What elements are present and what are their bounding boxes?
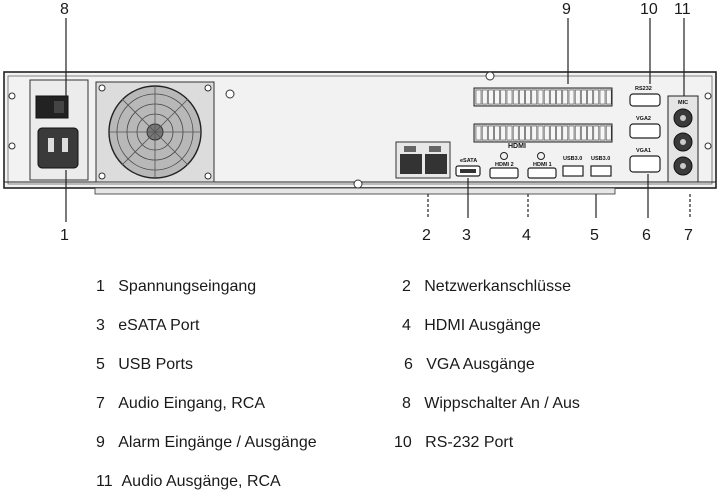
hdmi-port-1[interactable] [527,167,557,179]
terminal-pin [531,89,538,105]
hdmi-port-2[interactable] [489,167,519,179]
callout-11: 11 [674,1,691,18]
legend-item: 3 eSATA Port [96,317,200,334]
vga1-port[interactable] [629,155,661,173]
callout-3: 3 [462,227,471,244]
rs232-port[interactable] [629,93,661,107]
terminal-pin [581,89,587,105]
usb-label-1: USB3.0 [563,156,582,162]
legend-item: 4 HDMI Ausgänge [402,317,541,334]
terminal-pin [587,125,593,141]
legend-item: 1 Spannungseingang [96,278,257,295]
callout-10: 10 [640,1,658,18]
power-section [29,79,89,181]
terminal-pin [537,125,544,141]
terminal-pin [543,89,550,105]
leader-lines [65,18,691,222]
legend-item: 2 Netzwerkanschlüsse [402,278,571,295]
terminal-pin [537,89,544,105]
terminal-pin [587,89,593,105]
legend-item: 9 Alarm Eingänge / Ausgänge [96,434,317,451]
terminal-pin [605,125,612,141]
terminal-pin [488,125,494,141]
hdmi-ports: HDMI HDMI 2 HDMI 1 [489,143,557,179]
callout-8: 8 [60,1,69,18]
usb-label-2: USB3.0 [591,156,610,162]
terminal-pin [525,89,531,105]
callout-9: 9 [562,1,571,18]
terminal-pin [543,125,550,141]
terminal-pin [581,125,587,141]
terminal-pin [500,89,507,105]
terminal-pin [556,125,562,141]
terminal-pin [574,125,581,141]
terminal-pin [488,89,494,105]
rj45-port-1[interactable] [400,154,422,174]
vga2-label: VGA2 [636,116,651,122]
terminal-pin [475,89,482,105]
usb-port-2[interactable] [590,165,612,177]
nvr-rear-panel-diagram: eSATA HDMI HDMI 2 HDMI 1 USB3.0 USB3.0 R… [3,1,717,244]
vga1-label: VGA1 [636,148,651,154]
legend-item: 10 RS-232 Port [394,434,514,451]
terminal-pin [568,89,575,105]
terminal-pin [605,89,612,105]
terminal-pin [599,89,606,105]
esata-label: eSATA [460,158,477,164]
mic-label: MIC [678,100,688,106]
terminal-pin [556,89,562,105]
network-ports [395,141,451,179]
terminal-pin [525,125,531,141]
audio-rca-ports: MIC [667,95,699,183]
terminal-pin [519,125,525,141]
terminal-pin [550,125,556,141]
terminal-pin [475,125,482,141]
terminal-pin [481,89,488,105]
legend-item: 11 Audio Ausgänge, RCA [96,473,281,490]
callout-5: 5 [590,227,599,244]
terminal-pin [550,89,556,105]
alarm-terminals[interactable] [473,87,613,143]
legend-item: 8 Wippschalter An / Aus [402,395,580,412]
terminal-pin [512,125,519,141]
usb-ports: USB3.0 USB3.0 [562,156,612,177]
callout-4: 4 [522,227,531,244]
hdmi-logo: HDMI [508,143,526,150]
vga2-port[interactable] [629,123,661,139]
rs232-label: RS232 [635,86,652,92]
legend-item: 5 USB Ports [96,356,193,373]
serial-vga-ports: RS232 VGA2 VGA1 [629,86,661,173]
terminal-pin [512,89,519,105]
terminal-pin [593,125,600,141]
terminal-pin [593,89,600,105]
terminal-pin [506,89,513,105]
terminal-pin [500,125,507,141]
callout-1: 1 [60,227,69,244]
terminal-pin [506,125,513,141]
terminal-pin [531,125,538,141]
terminal-pin [481,125,488,141]
legend-item: 6 VGA Ausgänge [404,356,535,373]
power-inlet[interactable] [37,127,79,169]
terminal-pin [494,89,500,105]
callout-2: 2 [422,227,431,244]
terminal-pin [562,89,569,105]
fan-grille [95,81,215,183]
hdmi1-label: HDMI 1 [533,162,552,168]
usb-port-1[interactable] [562,165,584,177]
hdmi2-label: HDMI 2 [495,162,514,168]
legend-item: 7 Audio Eingang, RCA [96,395,266,412]
terminal-pin [574,89,581,105]
terminal-pin [568,125,575,141]
terminal-pin [599,125,606,141]
rj45-port-2[interactable] [425,154,447,174]
terminal-pin [494,125,500,141]
terminal-pin [562,125,569,141]
esata-port[interactable]: eSATA [455,158,481,177]
callout-6: 6 [642,227,651,244]
callout-7: 7 [684,227,693,244]
terminal-pin [519,89,525,105]
